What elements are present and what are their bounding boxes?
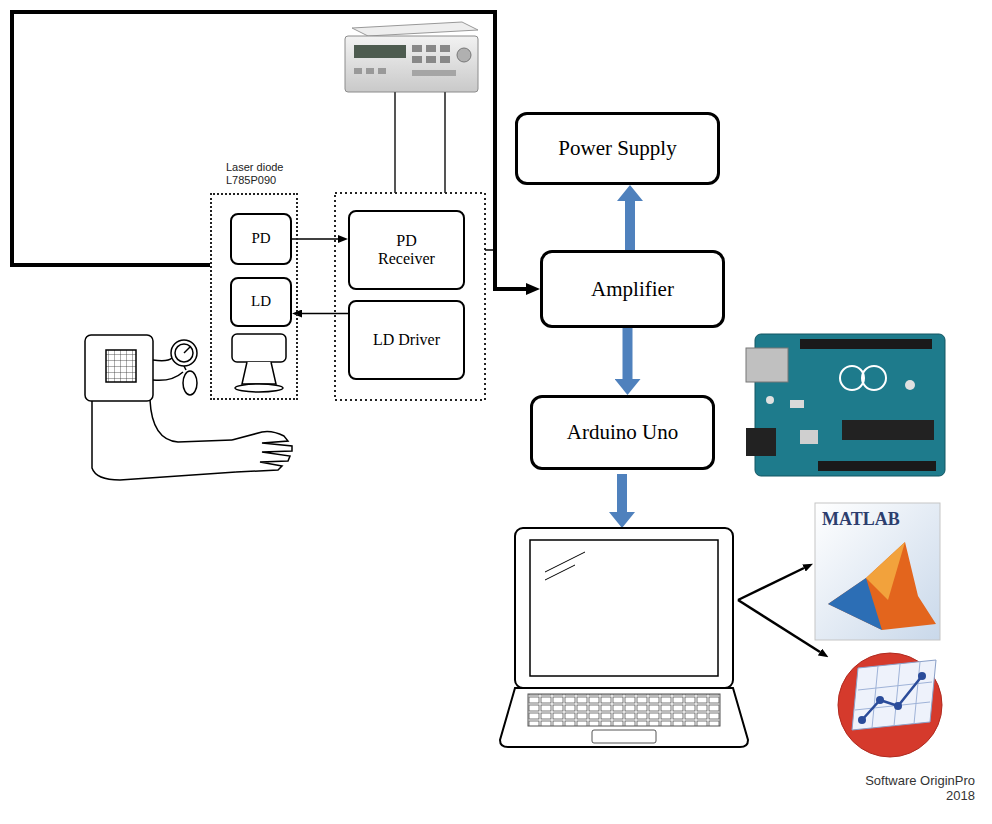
laptop <box>500 528 820 747</box>
process-box: Arduino Uno <box>530 395 715 470</box>
box-label: LD Driver <box>373 331 440 349</box>
signal-wire <box>302 313 348 315</box>
process-box: LD Driver <box>348 300 465 380</box>
arduino-board <box>746 334 945 476</box>
flow-arrow <box>623 328 633 379</box>
process-box: PD Receiver <box>348 210 465 290</box>
process-box: Power Supply <box>515 112 720 185</box>
arm-with-cuff <box>85 335 292 480</box>
box-label: LD <box>251 293 271 310</box>
box-label: PD <box>251 230 270 247</box>
software-caption: Software OriginPro 2018 <box>861 774 975 804</box>
flow-arrow <box>625 201 635 250</box>
origin-logo <box>838 653 942 757</box>
instrument-photo <box>345 22 478 193</box>
process-box: PD <box>230 213 292 265</box>
signal-wire <box>292 238 338 240</box>
matlab-logo <box>815 503 940 640</box>
box-label: Arduino Uno <box>567 420 678 444</box>
signal-wire <box>12 12 526 289</box>
box-label: Amplifier <box>591 277 674 301</box>
logo-name: MATLAB <box>822 509 922 530</box>
group-heading: Laser diode L785P090 <box>226 161 306 186</box>
box-label: PD Receiver <box>369 232 444 269</box>
process-box: LD <box>230 277 292 327</box>
box-label: Power Supply <box>558 136 676 160</box>
sensor-stand <box>232 334 286 392</box>
dashed-enclosure <box>335 193 485 400</box>
dashed-group: Laser diode L785P090PDLD <box>210 193 298 400</box>
process-box: Amplifier <box>540 250 725 328</box>
data-arrow <box>617 474 627 512</box>
